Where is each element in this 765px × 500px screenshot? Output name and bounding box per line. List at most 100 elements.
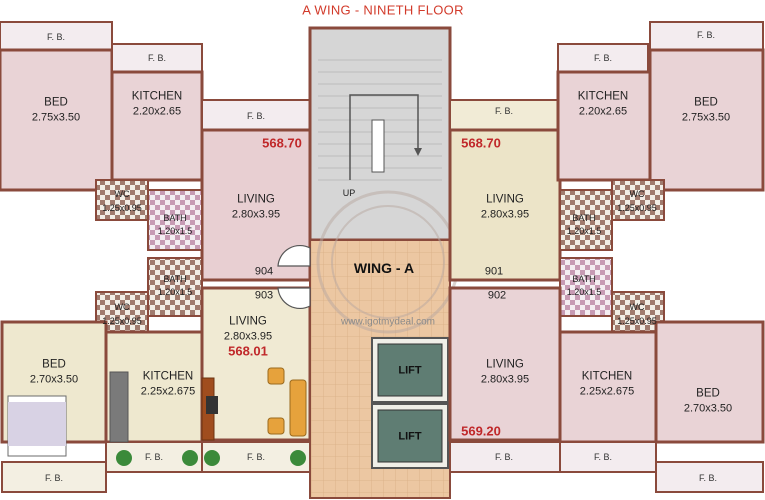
- fb-bl-1: [1, 461, 107, 493]
- fb-label-tl-2: F. B.: [147, 52, 167, 63]
- kitchen-size-br: 2.25x2.675: [579, 385, 635, 398]
- lift-2-car: [377, 409, 443, 463]
- living-label-bl: LIVING: [229, 315, 267, 328]
- kitchen-label-br: KITCHEN: [581, 370, 633, 383]
- bath-size-tr: 1.20x1.5: [566, 225, 602, 236]
- fb-label-tl-1: F. B.: [46, 31, 66, 42]
- bath-label-br: BATH: [572, 273, 596, 284]
- fb-label-tl-3: F. B.: [246, 110, 266, 121]
- bath-label-tl: BATH: [163, 212, 187, 223]
- kitchen-size-tl: 2.20x2.65: [132, 105, 182, 118]
- sofa-bl: [289, 379, 307, 437]
- living-label-tr: LIVING: [486, 193, 524, 206]
- fb-br-2: [559, 441, 657, 473]
- fb-label-br-2: F. B.: [593, 451, 613, 462]
- fb-label-tr-2: F. B.: [593, 52, 613, 63]
- bed-size-br: 2.70x3.50: [683, 402, 733, 415]
- bed-label-br: BED: [696, 387, 720, 400]
- area-tr: 568.70: [461, 135, 501, 151]
- kitchen-label-tr: KITCHEN: [577, 90, 629, 103]
- stair-arrow: [349, 94, 419, 180]
- kitchen-label-tl: KITCHEN: [131, 90, 183, 103]
- door-number-902: 902: [487, 289, 507, 302]
- fb-tr-1: [649, 21, 764, 51]
- plan-title: A WING - NINETH FLOOR: [302, 2, 464, 18]
- living-size-bl: 2.80x3.95: [223, 330, 273, 343]
- tv-bl: [206, 396, 218, 414]
- area-tl: 568.70: [262, 135, 302, 151]
- plant-bl-4: [290, 450, 306, 466]
- bed-size-tr: 2.75x3.50: [681, 111, 731, 124]
- plant-bl-2: [182, 450, 198, 466]
- bath-br: [559, 257, 613, 317]
- fb-br-1: [655, 461, 764, 493]
- lift-2-label: LIFT: [398, 430, 422, 443]
- plant-bl-1: [116, 450, 132, 466]
- door-904-swing: [277, 244, 311, 267]
- chair-bl-2: [267, 417, 285, 435]
- lift-1-label: LIFT: [398, 364, 422, 377]
- living-size-br: 2.80x3.95: [480, 373, 530, 386]
- watermark-text: www.igotmydeal.com: [341, 316, 435, 328]
- door-number-901: 901: [484, 265, 504, 278]
- lift-1-car: [377, 343, 443, 397]
- living-tr: [448, 128, 562, 282]
- wc-size-tl: 1.25x0.95: [102, 202, 142, 213]
- wc-size-br: 1.25x0.95: [617, 315, 657, 326]
- bed-size-bl: 2.70x3.50: [29, 373, 79, 386]
- bath-size-tl: 1.20x1.5: [157, 225, 193, 236]
- living-br: [448, 286, 562, 442]
- living-size-tl: 2.80x3.95: [231, 208, 281, 221]
- bedroom-br: [654, 320, 765, 444]
- kitchen-counter-bl: [109, 371, 129, 443]
- fb-label-br-3: F. B.: [494, 451, 514, 462]
- door-number-903: 903: [254, 289, 274, 302]
- bed-label-bl: BED: [42, 358, 66, 371]
- living-size-tr: 2.80x3.95: [480, 208, 530, 221]
- fb-tr-2: [557, 43, 649, 73]
- fb-label-br-1: F. B.: [698, 472, 718, 483]
- wc-tl: [95, 179, 149, 221]
- fb-label-bl-2: F. B.: [144, 451, 164, 462]
- kitchen-tl: [110, 70, 204, 182]
- bath-size-br: 1.20x1.5: [566, 286, 602, 297]
- living-label-br: LIVING: [486, 358, 524, 371]
- plant-bl-3: [204, 450, 220, 466]
- wc-size-tr: 1.25x0.95: [617, 202, 657, 213]
- kitchen-tr: [556, 70, 652, 182]
- flat-bl: [0, 257, 312, 493]
- wc-size-bl: 1.25x0.95: [102, 315, 142, 326]
- fb-label-bl-3: F. B.: [246, 451, 266, 462]
- wc-label-tr: WC: [629, 188, 645, 199]
- bath-bl: [147, 257, 203, 317]
- fb-label-tr-1: F. B.: [696, 29, 716, 40]
- chair-bl-1: [267, 367, 285, 385]
- kitchen-label-bl: KITCHEN: [142, 370, 194, 383]
- bed-size-tl: 2.75x3.50: [31, 111, 81, 124]
- living-label-tl: LIVING: [237, 193, 275, 206]
- wc-label-br: WC: [629, 301, 645, 312]
- bath-label-bl: BATH: [163, 273, 187, 284]
- kitchen-size-tr: 2.20x2.65: [578, 105, 628, 118]
- fb-tl-2: [111, 43, 203, 73]
- area-br: 569.20: [461, 423, 501, 439]
- flat-tr: [448, 21, 765, 282]
- bath-tl: [147, 189, 203, 251]
- bedroom-tr: [648, 48, 765, 192]
- bath-size-bl: 1.20x1.5: [157, 286, 193, 297]
- fb-label-tr-3: F. B.: [494, 105, 514, 116]
- area-bl: 568.01: [228, 343, 268, 359]
- wing-label: WING - A: [353, 259, 415, 276]
- stair-up-label: UP: [342, 187, 356, 198]
- fb-label-bl-1: F. B.: [44, 472, 64, 483]
- stair-well: [371, 119, 385, 173]
- bath-label-tr: BATH: [572, 212, 596, 223]
- door-number-904: 904: [254, 265, 274, 278]
- wc-label-tl: WC: [114, 188, 130, 199]
- bed-label-tl: BED: [44, 96, 68, 109]
- door-903-swing: [277, 287, 311, 310]
- wc-label-bl: WC: [114, 301, 130, 312]
- kitchen-size-bl: 2.25x2.675: [140, 385, 196, 398]
